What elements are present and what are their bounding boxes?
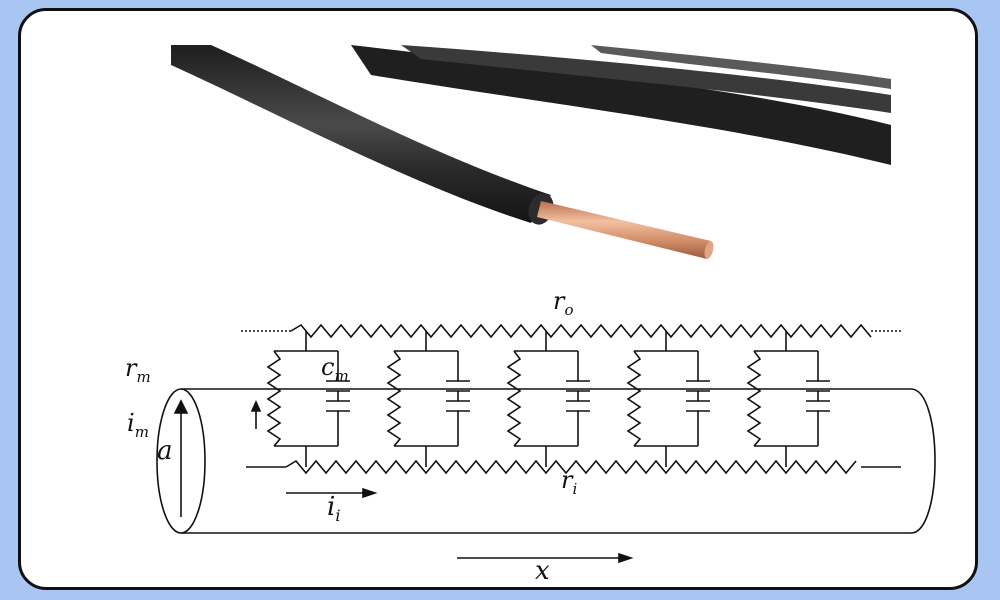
circuit-lines — [156, 323, 936, 564]
cylinder-left-end — [156, 388, 206, 534]
label-i-m: im — [127, 409, 149, 441]
membrane-resistor-rm — [626, 350, 642, 447]
ii-arrow-head — [362, 487, 378, 499]
label-r-i: ri — [561, 466, 577, 498]
membrane-resistor-rm — [266, 350, 282, 447]
slide-frame: ro rm cm im a ri ii x — [18, 8, 978, 590]
radius-arrow-head — [173, 399, 189, 414]
cable-circuit-diagram: ro rm cm im a ri ii x — [125, 287, 936, 586]
label-r-m: rm — [125, 354, 151, 386]
membrane-resistor-rm — [746, 350, 762, 447]
cylinder-right-end — [910, 388, 936, 534]
copper-conductor — [537, 201, 711, 259]
membrane-resistor-rm — [506, 350, 522, 447]
label-a: a — [157, 436, 173, 466]
im-arrow-head — [250, 400, 262, 412]
label-c-m: cm — [321, 353, 349, 385]
label-x: x — [535, 556, 550, 586]
x-arrow-head — [618, 552, 634, 564]
coil-loop-3 — [591, 45, 891, 89]
cable-photo — [171, 45, 891, 259]
membrane-resistor-rm — [386, 350, 402, 447]
copper-tip — [704, 241, 714, 259]
outer-resistor-ro — [290, 323, 872, 339]
label-i-i: ii — [327, 492, 340, 525]
inner-resistor-ri — [285, 459, 857, 475]
label-r-o: ro — [553, 287, 574, 319]
cable-jacket — [171, 45, 551, 223]
coil-loop-2 — [401, 45, 891, 113]
coil-loop-1 — [351, 45, 891, 165]
